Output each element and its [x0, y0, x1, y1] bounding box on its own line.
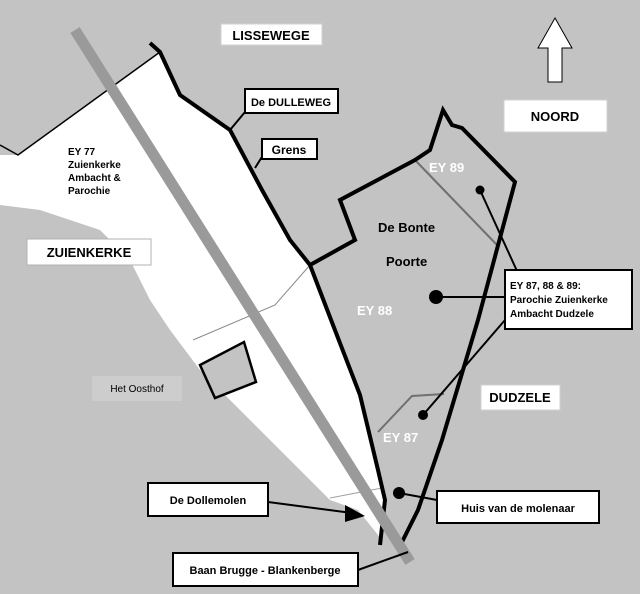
oosthof-box: [92, 376, 182, 401]
bonte-poorte-line-1: De Bonte: [378, 220, 435, 235]
ey88-label: EY 88: [357, 303, 392, 318]
noord-label: NOORD: [531, 109, 579, 124]
railway-line: [70, 27, 415, 565]
dollemolen-label: De Dollemolen: [170, 495, 247, 507]
field-line: [192, 264, 311, 341]
north-arrow-icon: [537, 16, 573, 83]
dollemolen-box: [147, 482, 269, 517]
bonte-poorte-boundary: [309, 105, 518, 551]
leader-molenaar: [398, 492, 438, 501]
parochie-line-3: Ambacht Dudzele: [510, 309, 594, 320]
oosthof-parcel: [198, 340, 258, 400]
leader-baan: [357, 551, 409, 571]
parochie-line-2: Parochie Zuienkerke: [510, 295, 608, 306]
dulleweg-label: De DULLEWEG: [251, 97, 331, 109]
ey77-line-2: Zuienkerke: [68, 160, 121, 171]
ey87-parcel-line: [377, 393, 445, 433]
baan-box: [172, 552, 359, 587]
leader-dollemolen: [267, 501, 353, 514]
ey89-parcel-line: [414, 159, 498, 246]
grens-box: [261, 138, 318, 160]
ey77-line-3: Ambacht &: [68, 173, 121, 184]
bonte-poorte-line-2: Poorte: [386, 254, 427, 269]
ey77-line-1: EY 77: [68, 147, 95, 158]
lower-field-line: [329, 487, 383, 499]
lissewege-label: LISSEWEGE: [232, 28, 310, 43]
parochie-box: [504, 269, 633, 330]
leader-ey89: [479, 189, 518, 272]
lissewege-box: [220, 23, 323, 46]
zuienkerke-label: ZUIENKERKE: [47, 245, 132, 260]
leader-dulleweg: [229, 111, 246, 131]
baan-label: Baan Brugge - Blankenberge: [190, 565, 341, 577]
oosthof-label: Het Oosthof: [110, 384, 164, 395]
dudzele-box: [480, 384, 561, 411]
parochie-line-1: EY 87, 88 & 89:: [510, 281, 581, 292]
dulleweg-boundary: [148, 41, 388, 546]
dudzele-label: DUDZELE: [489, 390, 551, 405]
zuienkerke-white-area: [0, 45, 385, 540]
ey77-line-4: Parochie: [68, 186, 111, 197]
noord-box: [503, 99, 608, 133]
leader-ey87: [422, 319, 506, 416]
ey87-label: EY 87: [383, 430, 418, 445]
dulleweg-box: [244, 88, 339, 114]
molenaar-box: [436, 490, 600, 524]
molenaar-label: Huis van de molenaar: [461, 503, 575, 515]
grens-label: Grens: [272, 143, 307, 157]
zuienkerke-box: [26, 238, 152, 266]
ey89-label: EY 89: [429, 160, 464, 175]
dollemolen-arrowhead: [345, 505, 365, 522]
